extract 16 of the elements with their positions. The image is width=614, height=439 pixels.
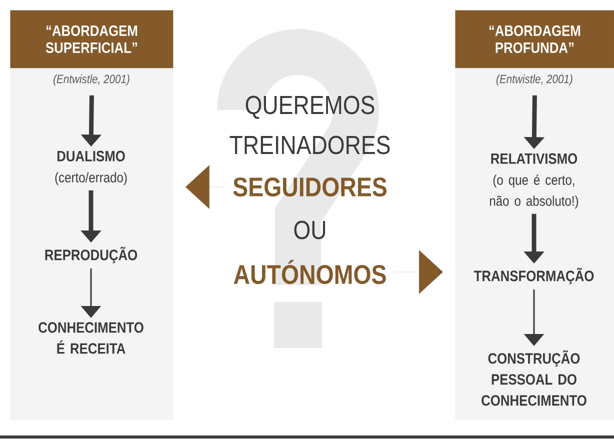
- step-text: REPRODUÇÃO: [45, 246, 138, 264]
- header-box: “ABORDAGEM SUPERFICIAL”: [10, 10, 174, 68]
- step-text: DUALISMO (certo/errado): [55, 150, 127, 186]
- keyword-text: AUTÓNOMOS: [234, 260, 386, 284]
- header-box: “ABORDAGEM PROFUNDA”: [455, 10, 614, 68]
- title-text: QUEREMOS TREINADORES: [230, 96, 390, 154]
- step-text: RELATIVISMO (o que é certo, não o absoluto!): [490, 153, 578, 209]
- step-text: CONSTRUÇÃO PESSOAL DO CONHECIMENTO: [482, 350, 586, 406]
- step-text: TRANSFORMAÇÃO: [474, 268, 594, 284]
- chevron: [394, 250, 443, 294]
- keyword-text: SEGUIDORES: [233, 177, 386, 197]
- step-text: CONHECIMENTO É RECEITA: [38, 322, 144, 354]
- citation-text: (Entwistle, 2001): [54, 74, 130, 86]
- chevron: [185, 165, 226, 209]
- citation-text: (Entwistle, 2001): [496, 74, 572, 86]
- center-text: OU: [294, 220, 326, 240]
